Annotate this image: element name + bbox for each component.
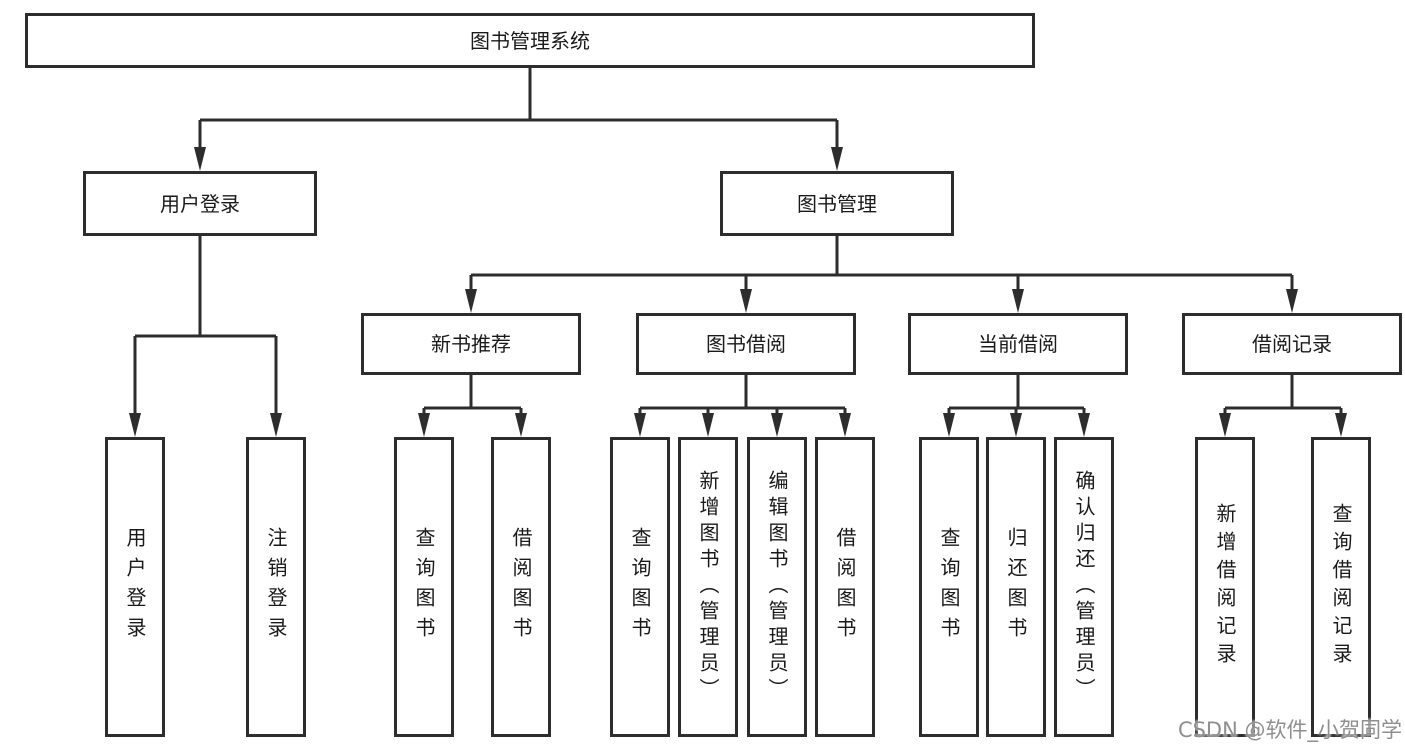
connector-root-to-level2 — [198, 68, 839, 150]
leaf-br-query-record-label: 查询借阅记录 — [1329, 503, 1353, 671]
leaf-nbr-borrow-books: 借阅图书 — [491, 437, 551, 737]
leaf-bb-borrow-books: 借阅图书 — [815, 437, 875, 737]
node-new-book-recommend: 新书推荐 — [361, 313, 581, 375]
leaf-bb-edit-books-admin: 编辑图书（管理员） — [747, 437, 807, 737]
node-borrow-records: 借阅记录 — [1182, 313, 1402, 375]
leaf-bb-query-books: 查询图书 — [610, 437, 670, 737]
leaf-bb-edit-books-admin-label: 编辑图书（管理员） — [765, 470, 789, 704]
csdn-watermark: CSDN @软件_小贺同学 — [1177, 718, 1402, 742]
node-root: 图书管理系统 — [25, 13, 1035, 68]
leaf-cb-return-books: 归还图书 — [986, 437, 1046, 737]
node-book-borrow: 图书借阅 — [636, 313, 856, 375]
connector-user-login-to-leaves — [133, 236, 278, 418]
connector-current-borrow-to-leaves — [947, 375, 1086, 418]
leaf-cb-query-books-label: 查询图书 — [937, 527, 961, 647]
leaf-br-add-record-label: 新增借阅记录 — [1213, 503, 1237, 671]
node-user-login: 用户登录 — [83, 171, 317, 236]
leaf-nbr-query-books: 查询图书 — [394, 437, 454, 737]
leaf-br-add-record: 新增借阅记录 — [1195, 437, 1255, 737]
leaf-logout-login-label: 注销登录 — [264, 527, 288, 647]
connector-book-mgmt-to-level3 — [469, 236, 1294, 292]
connector-borrow-records-to-leaves — [1223, 375, 1343, 418]
leaf-user-login-label: 用户登录 — [123, 527, 147, 647]
leaf-cb-confirm-return-admin: 确认归还（管理员） — [1054, 437, 1114, 737]
leaf-nbr-query-books-label: 查询图书 — [412, 527, 436, 647]
leaf-nbr-borrow-books-label: 借阅图书 — [509, 527, 533, 647]
connector-book-borrow-to-leaves — [638, 375, 847, 418]
leaf-cb-confirm-return-admin-label: 确认归还（管理员） — [1072, 470, 1096, 704]
leaf-bb-borrow-books-label: 借阅图书 — [833, 527, 857, 647]
leaf-br-query-record: 查询借阅记录 — [1311, 437, 1371, 737]
leaf-bb-add-books-admin-label: 新增图书（管理员） — [696, 470, 720, 704]
leaf-logout-login: 注销登录 — [246, 437, 306, 737]
leaf-user-login: 用户登录 — [105, 437, 165, 737]
connector-new-book-to-leaves — [422, 375, 523, 418]
node-book-management: 图书管理 — [720, 171, 954, 236]
leaf-bb-add-books-admin: 新增图书（管理员） — [678, 437, 738, 737]
leaf-cb-query-books: 查询图书 — [919, 437, 979, 737]
leaf-bb-query-books-label: 查询图书 — [628, 527, 652, 647]
leaf-cb-return-books-label: 归还图书 — [1004, 527, 1028, 647]
node-current-borrow: 当前借阅 — [908, 313, 1128, 375]
